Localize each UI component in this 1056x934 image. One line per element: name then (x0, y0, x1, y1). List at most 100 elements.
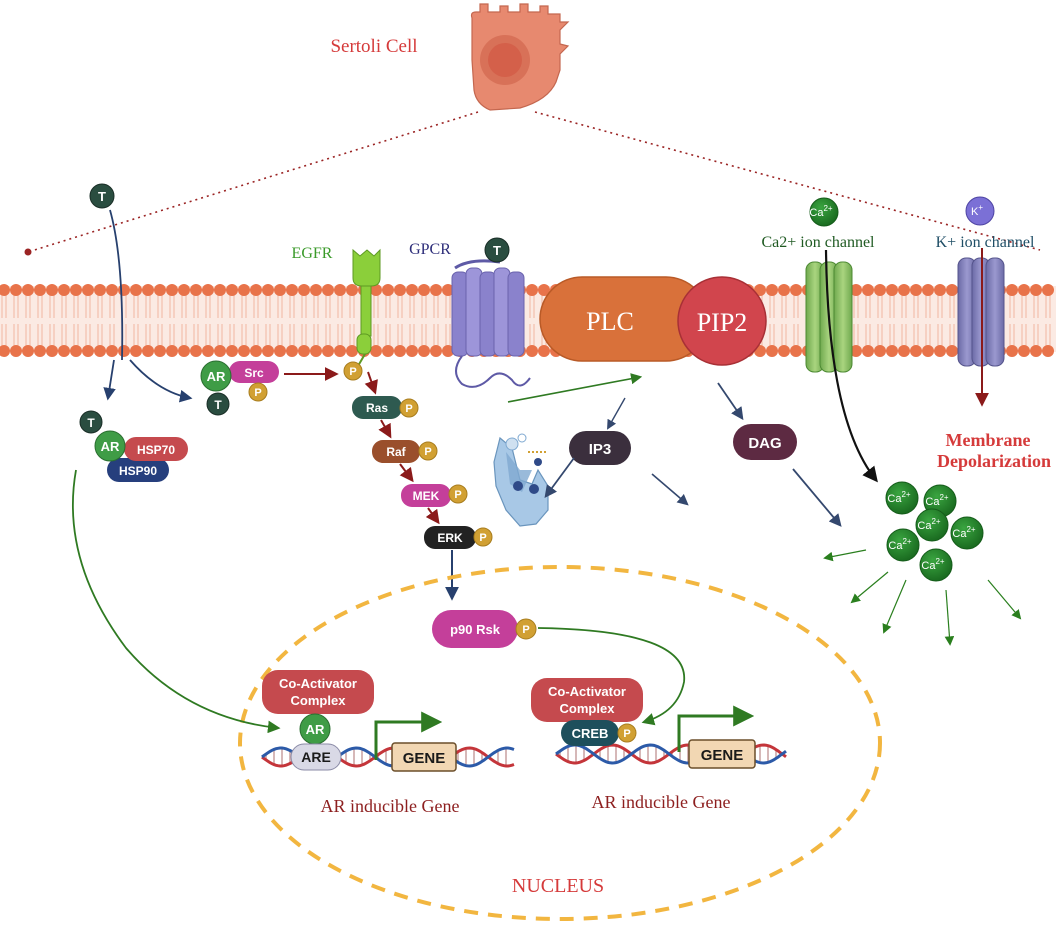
ar-hsp-complex: HSP90 HSP70 AR T (79, 410, 188, 482)
lipid-head (910, 345, 922, 357)
ca-ion-symbol: Ca (887, 493, 902, 505)
lipid-head (946, 284, 958, 296)
lipid-head (1042, 284, 1054, 296)
lipid-head (886, 345, 898, 357)
t-to-src-arrow (129, 359, 193, 403)
src-p-label: P (254, 387, 261, 399)
right-transcription-arrow (677, 705, 755, 752)
depolarization-line2: Depolarization (937, 451, 1051, 471)
svg-text:Ca2+: Ca2+ (809, 204, 833, 219)
lipid-head (382, 345, 394, 357)
ca-ion-shape (919, 548, 953, 582)
lipid-head (394, 345, 406, 357)
t-diffusion-path (109, 209, 124, 361)
plc-enzyme: PLC (539, 276, 709, 362)
ca-ion-shape (950, 516, 984, 550)
mek-p-label: P (454, 489, 461, 501)
ca-ion-symbol: Ca (888, 540, 903, 552)
ca-ion-charge: 2+ (935, 557, 944, 566)
cell-membrane (0, 284, 1056, 357)
lipid-head (874, 345, 886, 357)
lipid-head (538, 284, 550, 296)
ip3-to-receptor-arrow (544, 457, 575, 499)
dag-label: DAG (748, 435, 781, 452)
lipid-head (1006, 284, 1018, 296)
ca-ion-symbol: Ca (921, 560, 936, 572)
ar-nuclear-translocation-arrow (72, 469, 281, 734)
gpcr-to-plc-arrow (507, 373, 643, 403)
lipid-head (394, 284, 406, 296)
lipid-head (22, 284, 34, 296)
lipid-head (934, 284, 946, 296)
lipid-head (526, 284, 538, 296)
lipid-head (910, 284, 922, 296)
lipid-head (886, 284, 898, 296)
mek-node: MEK P (401, 484, 468, 507)
creb-label: CREB (572, 726, 609, 741)
lipid-head (286, 345, 298, 357)
are-label: ARE (301, 749, 331, 765)
lipid-head (1018, 345, 1030, 357)
pip2-molecule: PIP2 (677, 276, 767, 366)
lipid-head (262, 284, 274, 296)
erk-node: ERK P (424, 526, 493, 549)
lipid-head (130, 345, 142, 357)
lipid-head (862, 284, 874, 296)
lipid-head (418, 345, 430, 357)
ca-influx-arrow (824, 249, 878, 483)
ca-ion-charge: 2+ (966, 525, 975, 534)
free-t-text: T (98, 189, 106, 204)
lipid-head (766, 345, 778, 357)
lipid-head (370, 284, 382, 296)
left-coactivator-complex: Co-Activator Complex (262, 670, 374, 714)
dag-to-ca-arrow (792, 468, 842, 527)
lipid-head (178, 345, 190, 357)
nucleus-label: NUCLEUS (512, 875, 604, 897)
lipid-head (922, 284, 934, 296)
lipid-head (418, 284, 430, 296)
ca-ion-charge: 2+ (901, 490, 910, 499)
lipid-head (862, 345, 874, 357)
left-gene-caption: AR inducible Gene (321, 796, 460, 816)
t-src-label: T (214, 398, 222, 412)
ras-p-label: P (405, 403, 412, 415)
lipid-head (202, 284, 214, 296)
ca-ion-charge: 2+ (902, 537, 911, 546)
lipid-head (94, 345, 106, 357)
ip3-node: IP3 (569, 431, 631, 465)
k-top-symbol: K (971, 206, 979, 218)
lipid-head (382, 284, 394, 296)
raf-to-mek-arrow (399, 463, 414, 483)
ca-channel-label: Ca2+ ion channel (762, 234, 876, 251)
lipid-head (22, 345, 34, 357)
lipid-head (166, 284, 178, 296)
t-to-ar-arrow (103, 359, 116, 401)
pip2-label: PIP2 (697, 308, 748, 337)
lipid-head (214, 284, 226, 296)
lipid-head (58, 345, 70, 357)
lipid-head (790, 345, 802, 357)
right-coactivator-line1: Co-Activator (548, 684, 626, 699)
ca-ion-shape (886, 528, 920, 562)
lipid-head (106, 284, 118, 296)
lipid-head (0, 284, 10, 296)
lipid-head (154, 284, 166, 296)
lipid-head (298, 345, 310, 357)
raf-label: Raf (386, 445, 406, 459)
lipid-head (70, 345, 82, 357)
lipid-head (1042, 345, 1054, 357)
egfr-label: EGFR (292, 245, 333, 262)
egfr-to-ras-arrow (364, 371, 378, 395)
lipid-head (190, 345, 202, 357)
lipid-head (538, 345, 550, 357)
lipid-head (46, 284, 58, 296)
ca-ion-4: Ca2+ (950, 516, 984, 550)
right-gene-label: GENE (701, 747, 744, 764)
lipid-head (262, 345, 274, 357)
lipid-head (286, 284, 298, 296)
ca-ion-symbol: Ca (952, 528, 967, 540)
ca-ion-charge: 2+ (939, 493, 948, 502)
rsk-to-creb-arrow (537, 627, 685, 726)
lipid-head (850, 345, 862, 357)
